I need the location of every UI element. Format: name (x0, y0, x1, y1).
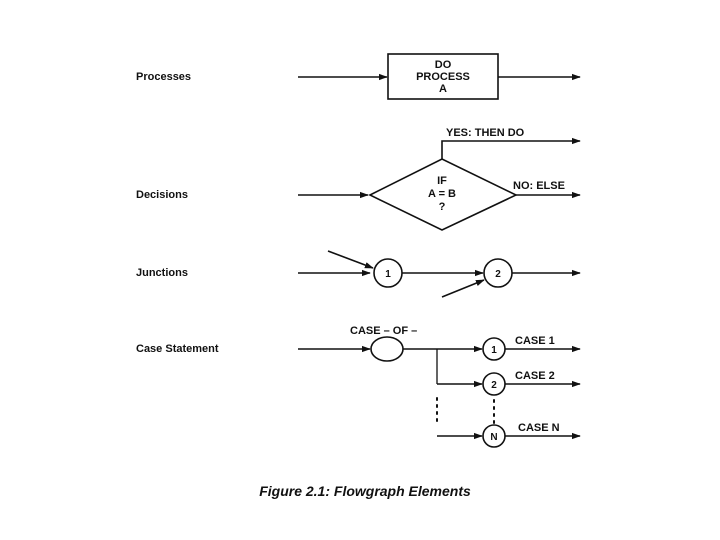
process-box-line1: DO (435, 59, 452, 71)
figure-caption: Figure 2.1: Flowgraph Elements (259, 483, 471, 499)
decision-line1: IF (437, 175, 447, 187)
case-1-label: CASE 1 (515, 335, 555, 347)
decision-line2: A = B (428, 188, 456, 200)
case-node-1-label: 1 (491, 345, 497, 356)
junction-element: 1 2 (298, 250, 581, 298)
process-element: DO PROCESS A (298, 53, 581, 100)
junction-incoming-arrow-top (327, 250, 374, 269)
decision-element: IF A = B ? YES: THEN DO NO: ELSE (298, 127, 581, 231)
row-label-junctions: Junctions (136, 267, 188, 279)
decision-no-label: NO: ELSE (513, 180, 565, 192)
case-2-label: CASE 2 (515, 370, 555, 382)
case-element: CASE – OF – 1 2 N CASE 1 CASE 2 CASE N (298, 325, 581, 448)
case-selector-node (370, 336, 404, 362)
decision-yes-line (441, 137, 581, 159)
junction-node-2-label: 2 (495, 269, 501, 280)
case-node-2-label: 2 (491, 380, 497, 391)
row-label-processes: Processes (136, 71, 191, 83)
junction-node-1-label: 1 (385, 269, 391, 280)
row-label-case-statement: Case Statement (136, 343, 219, 355)
junction-incoming-arrow-bottom (441, 279, 485, 298)
case-n-label: CASE N (518, 422, 560, 434)
row-label-decisions: Decisions (136, 189, 188, 201)
case-header-label: CASE – OF – (350, 325, 417, 337)
case-node-n-label: N (490, 432, 497, 443)
process-box-line3: A (439, 83, 447, 95)
process-box-line2: PROCESS (416, 71, 470, 83)
decision-yes-label: YES: THEN DO (446, 127, 525, 139)
decision-line3: ? (439, 201, 446, 213)
